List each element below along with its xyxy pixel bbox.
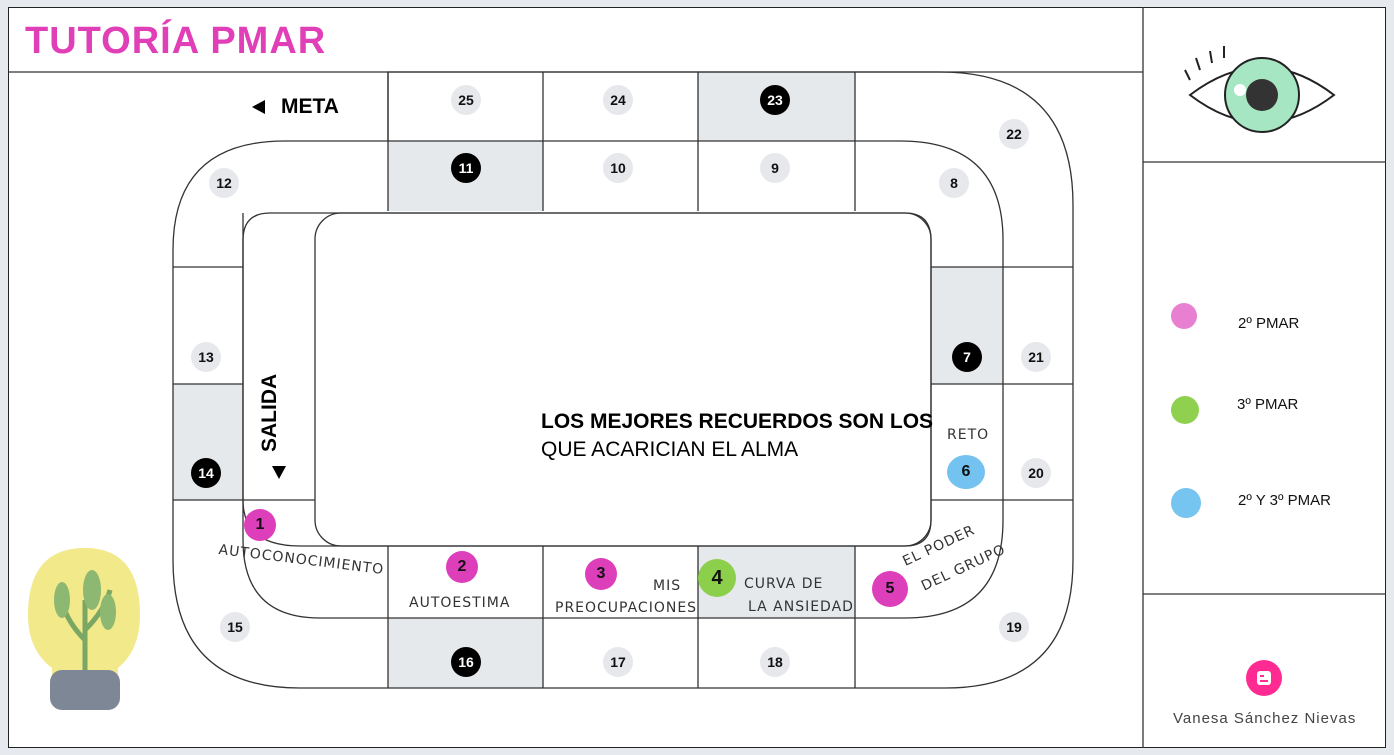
- page-title: TUTORÍA PMAR: [25, 20, 327, 62]
- meta-arrow-icon: [252, 100, 265, 114]
- legend-dot-2pmar: [1171, 303, 1197, 329]
- session-3-label-b: PREOCUPACIONES: [555, 600, 698, 616]
- square-17: 17: [603, 647, 633, 677]
- square-21: 21: [1021, 342, 1051, 372]
- square-15: 15: [220, 612, 250, 642]
- lightbulb-icon: [28, 548, 140, 710]
- square-24: 24: [603, 85, 633, 115]
- meta-label: META: [281, 95, 339, 118]
- square-9: 9: [760, 153, 790, 183]
- session-4-label-a: CURVA DE: [744, 576, 824, 592]
- session-4: 4: [698, 559, 736, 597]
- square-19: 19: [999, 612, 1029, 642]
- square-13: 13: [191, 342, 221, 372]
- session-3-label-a: MIS: [653, 578, 682, 594]
- square-25: 25: [451, 85, 481, 115]
- square-23: 23: [760, 85, 790, 115]
- blogger-icon: [1246, 660, 1282, 696]
- square-22: 22: [999, 119, 1029, 149]
- quote-line-2: QUE ACARICIAN EL ALMA: [541, 438, 799, 461]
- salida-arrow-icon: [272, 466, 286, 479]
- salida-label: SALIDA: [258, 373, 281, 452]
- session-6: 6: [947, 455, 985, 489]
- square-20: 20: [1021, 458, 1051, 488]
- session-3: 3: [585, 558, 617, 590]
- legend-2pmar: 2º PMAR: [1238, 315, 1300, 332]
- eye-icon: [1184, 46, 1336, 133]
- session-5: 5: [872, 571, 908, 607]
- author-name: Vanesa Sánchez Nievas: [1173, 710, 1357, 727]
- session-1: 1: [244, 509, 276, 541]
- square-10: 10: [603, 153, 633, 183]
- square-18: 18: [760, 647, 790, 677]
- legend-3pmar: 3º PMAR: [1237, 396, 1299, 413]
- square-14: 14: [191, 458, 221, 488]
- legend-dot-both: [1171, 488, 1201, 518]
- square-8: 8: [939, 168, 969, 198]
- square-12: 12: [209, 168, 239, 198]
- legend-both: 2º Y 3º PMAR: [1238, 492, 1331, 509]
- board-quote: LOS MEJORES RECUERDOS SON LOS QUE ACARIC…: [541, 408, 933, 464]
- session-2-label: AUTOESTIMA: [409, 595, 511, 611]
- quote-line-1: LOS MEJORES RECUERDOS SON LOS: [541, 410, 934, 433]
- square-11: 11: [451, 153, 481, 183]
- session-4-label-b: LA ANSIEDAD: [748, 599, 854, 615]
- square-16: 16: [451, 647, 481, 677]
- legend-dot-3pmar: [1171, 396, 1199, 424]
- square-7: 7: [952, 342, 982, 372]
- session-2: 2: [446, 551, 478, 583]
- session-6-label: RETO: [947, 427, 990, 443]
